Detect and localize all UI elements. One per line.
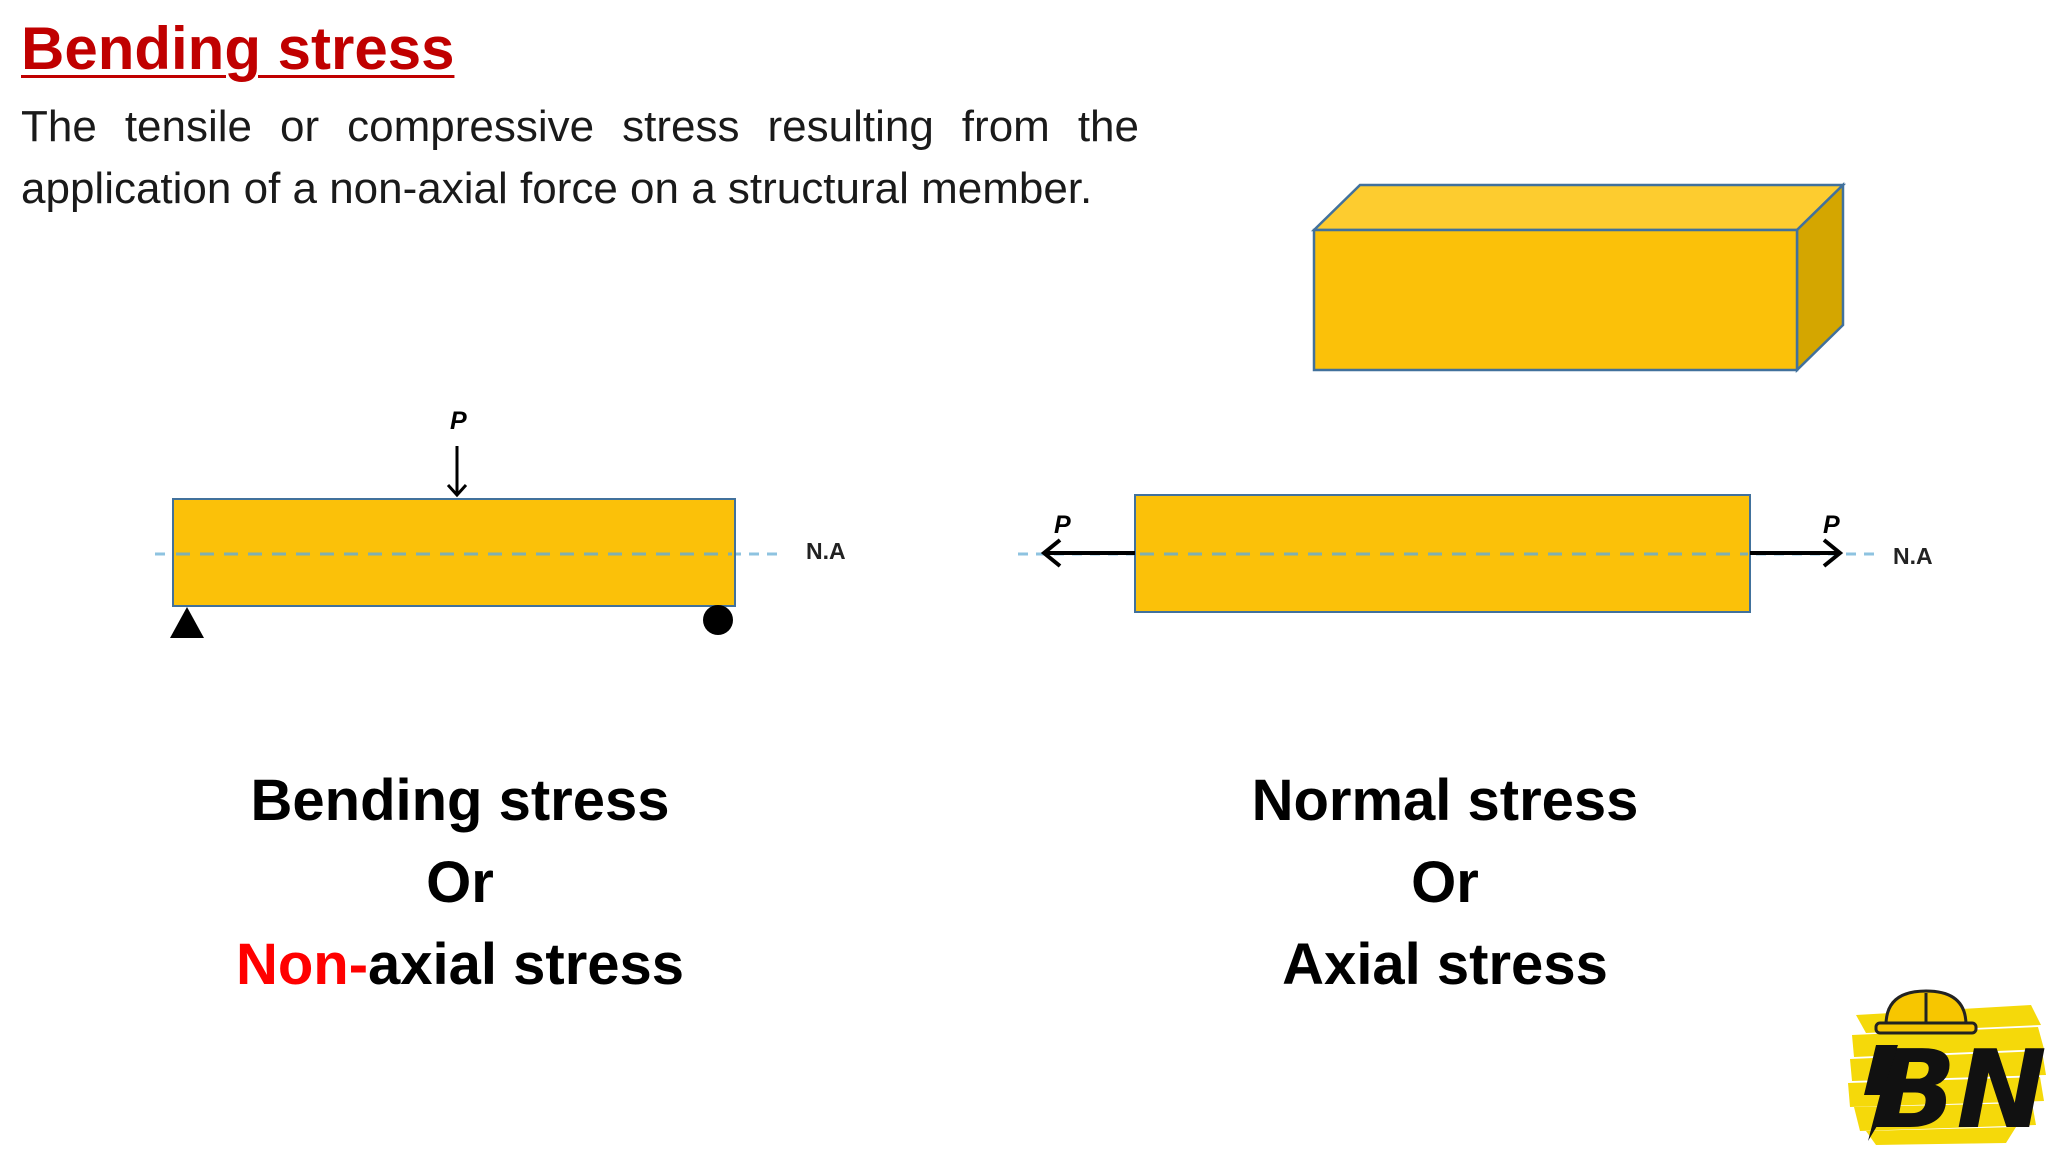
caption-axial-line1: Normal stress <box>1251 768 1639 833</box>
beam-3d-front-face <box>1312 228 1799 372</box>
roller-support-icon <box>703 605 733 635</box>
left-arrow-icon <box>1040 538 1062 568</box>
hard-hat-icon <box>1874 989 1978 1035</box>
slide-title: Bending stress <box>21 15 455 82</box>
axial-diagram: P P N.A <box>1018 494 1933 613</box>
caption-axial-line3: Axial stress <box>1282 932 1608 997</box>
right-load-label-p: P <box>1823 511 1840 539</box>
caption-bending: Bending stress Or Non-axial stress <box>180 760 740 1006</box>
lightning-bolt-icon <box>1864 1045 1904 1141</box>
pin-support-icon <box>170 607 204 638</box>
load-label-p: P <box>450 407 467 435</box>
caption-bending-line3: Non-axial stress <box>180 924 740 1006</box>
bending-diagram: N.A P <box>155 407 846 638</box>
neutral-axis-label-right: N.A <box>1893 543 1933 569</box>
caption-bending-line1: Bending stress <box>250 768 670 833</box>
caption-axial: Normal stress Or Axial stress <box>1160 760 1730 1006</box>
brand-logo: BN <box>1848 989 2046 1147</box>
load-arrow-icon <box>446 483 468 498</box>
right-arrow-icon <box>1822 538 1844 568</box>
logo-text: BN <box>1874 1028 2046 1147</box>
beam-3d <box>1310 182 1847 373</box>
caption-axial-line2: Or <box>1411 850 1479 915</box>
caption-bending-line3-rest: axial stress <box>368 932 685 997</box>
caption-highlight: Non- <box>235 932 369 997</box>
caption-bending-line2: Or <box>426 850 494 915</box>
left-load-label-p: P <box>1054 511 1071 539</box>
beam-3d-top-face <box>1310 183 1847 232</box>
definition-text: The tensile or compressive stress result… <box>21 102 1139 213</box>
neutral-axis-label-left: N.A <box>806 538 846 564</box>
